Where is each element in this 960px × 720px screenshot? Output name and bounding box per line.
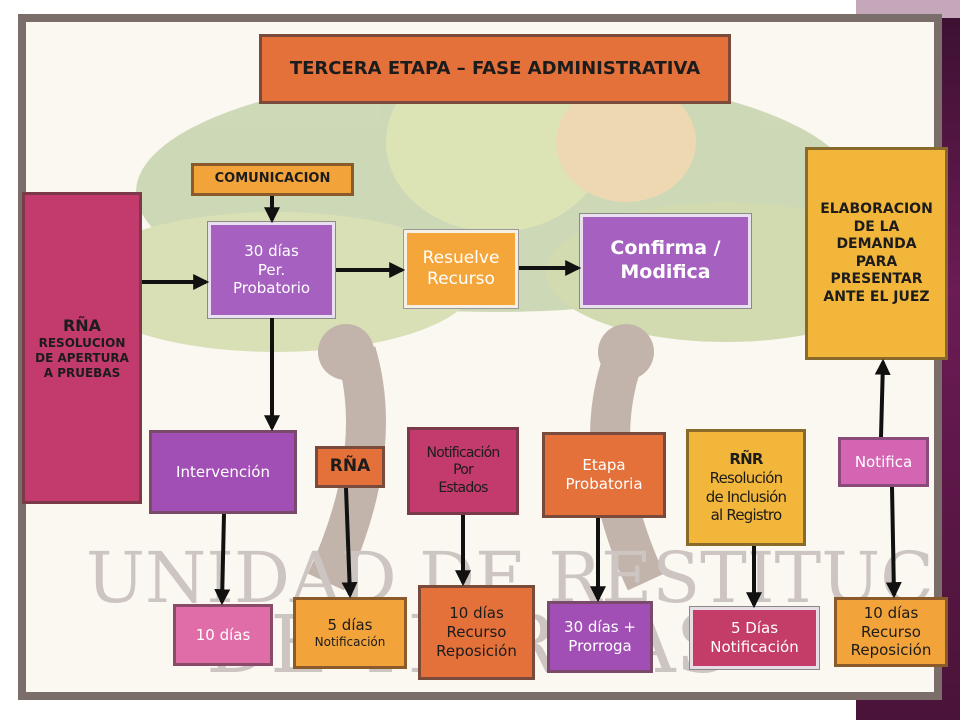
resuelve-line-1: Resuelve: [422, 247, 500, 268]
rr1-line-3: Reposición: [436, 641, 517, 660]
elab-line-1: ELABORACION: [820, 201, 933, 217]
elab-line-6: ANTE EL JUEZ: [823, 288, 930, 305]
notifica-text: Notifica: [854, 452, 913, 471]
diez-dias-box: 10 días: [173, 604, 273, 666]
diez-dias-text: 10 días: [195, 625, 251, 644]
etapa-line-2: Probatoria: [565, 475, 643, 493]
rr1-line-1: 10 días: [449, 604, 504, 623]
periodo-probatorio-box: 30 días Per. Probatorio: [207, 221, 336, 319]
per-line-1: 30 días: [244, 241, 299, 260]
comunicacion-box: COMUNICACION: [191, 163, 354, 196]
confirma-line-2: Modifica: [620, 261, 711, 283]
prorroga-line-1: 30 días +: [564, 618, 636, 637]
elab-line-4: PARA: [855, 253, 898, 270]
confirma-modifica-box: Confirma / Modifica: [579, 213, 752, 309]
rna-left-subtitle: RESOLUCION DE APERTURA A PRUEBAS: [35, 335, 129, 380]
prorroga-box: 30 días + Prorroga: [547, 601, 653, 673]
resuelve-line-2: Recurso: [427, 269, 495, 289]
rnr-line-1: RÑR: [729, 450, 763, 468]
prorroga-line-2: Prorroga: [568, 637, 632, 655]
rna-mid-text: RÑA: [329, 456, 371, 477]
cinco-dias-line-2: Notificación: [314, 634, 386, 649]
rr2-line-2: Recurso: [861, 622, 921, 641]
rna-resolucion-box: RÑA RESOLUCION DE APERTURA A PRUEBAS: [22, 192, 142, 504]
rnr-inclusion-box: RÑR Resolución de Inclusión al Registro: [686, 429, 806, 546]
elab-line-2: DE LA: [853, 218, 900, 235]
elaboracion-demanda-box: ELABORACION DE LA DEMANDA PARA PRESENTAR…: [805, 147, 948, 360]
cinco-dias2-line-2: Notificación: [710, 638, 799, 656]
notif-line-1: Notificación: [426, 444, 501, 461]
etapa-line-1: Etapa: [582, 456, 626, 475]
rna-left-title: RÑA: [62, 315, 102, 335]
confirma-line-1: Confirma /: [610, 237, 721, 260]
cinco-dias2-line-1: 5 Días: [730, 619, 779, 638]
rna-mid-box: RÑA: [315, 446, 385, 488]
per-line-2: Per.: [257, 260, 286, 279]
intervencion-text: Intervención: [176, 462, 270, 481]
notif-line-2: Por: [453, 462, 474, 479]
rnr-line-2: Resolución: [709, 468, 784, 487]
etapa-probatoria-box: Etapa Probatoria: [542, 432, 666, 518]
rr2-line-3: Reposición: [850, 641, 932, 660]
corner-decoration-top: [856, 0, 960, 18]
rr1-line-2: Recurso: [446, 623, 507, 642]
notifica-box: Notifica: [838, 437, 929, 487]
elab-line-5: PRESENTAR: [830, 271, 923, 287]
resuelve-recurso-box: Resuelve Recurso: [403, 229, 519, 309]
page-title: TERCERA ETAPA – FASE ADMINISTRATIVA: [259, 34, 731, 104]
notif-line-3: Estados: [438, 479, 488, 496]
comunicacion-text: COMUNICACION: [214, 171, 331, 187]
recurso-reposicion-box-1: 10 días Recurso Reposición: [418, 585, 535, 680]
intervencion-box: Intervención: [149, 430, 297, 514]
cinco-dias-notificacion-box-2: 5 Días Notificación: [689, 606, 820, 670]
recurso-reposicion-box-2: 10 días Recurso Reposición: [834, 597, 948, 667]
per-line-3: Probatorio: [232, 279, 311, 298]
title-text: TERCERA ETAPA – FASE ADMINISTRATIVA: [289, 57, 701, 79]
cinco-dias-line-1: 5 días: [327, 616, 373, 635]
cinco-dias-notificacion-box: 5 días Notificación: [293, 597, 407, 669]
elab-line-3: DEMANDA: [836, 236, 917, 252]
rnr-line-3: de Inclusión: [705, 487, 787, 506]
rr2-line-1: 10 días: [863, 603, 919, 622]
rnr-line-4: al Registro: [710, 506, 783, 525]
notificacion-estados-box: Notificación Por Estados: [407, 427, 519, 515]
